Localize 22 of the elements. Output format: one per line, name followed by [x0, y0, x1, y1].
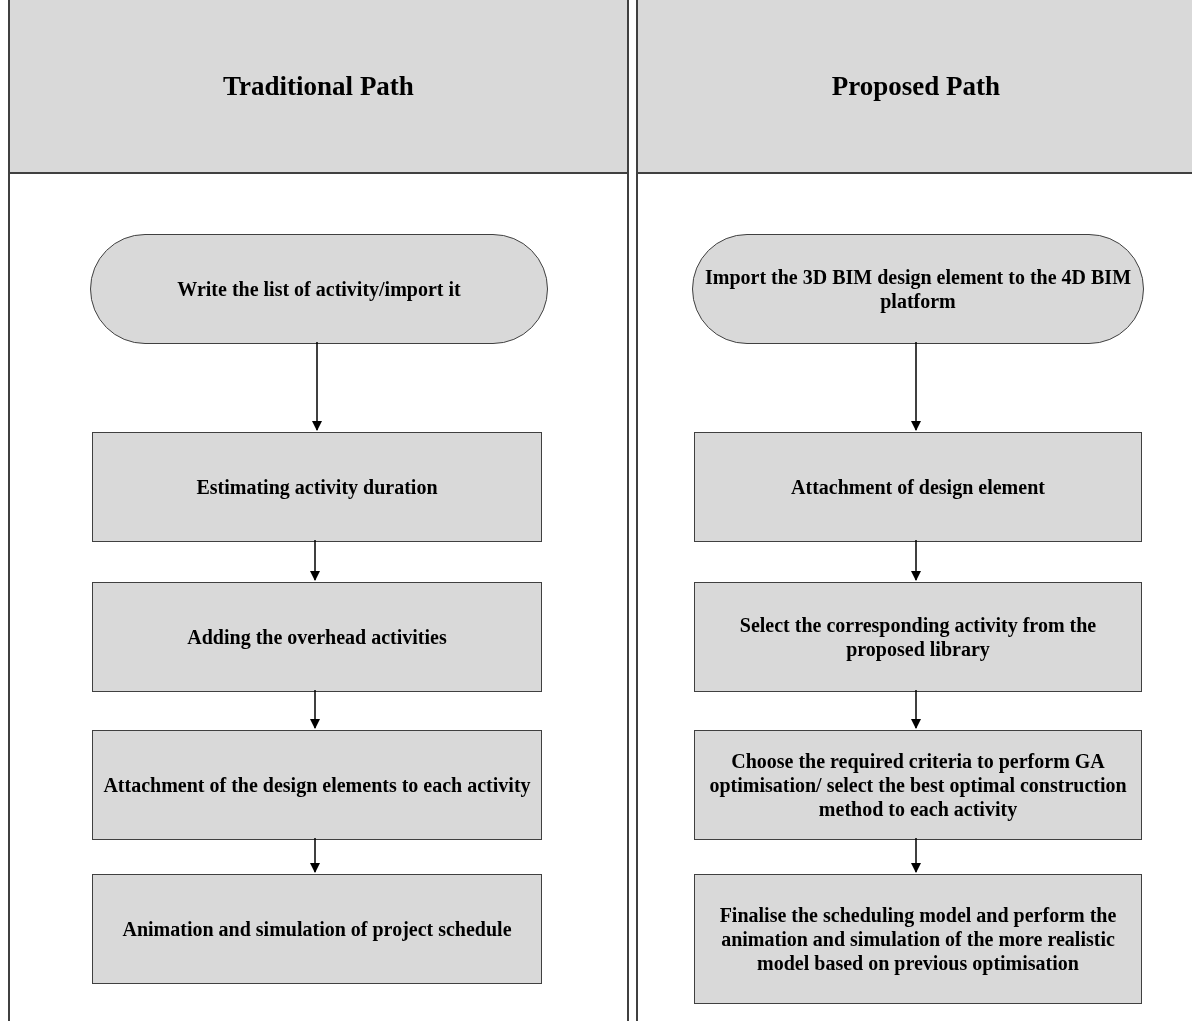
terminal-shape: Import the 3D BIM design element to the 4D BIM platform [692, 234, 1144, 344]
arrow [312, 341, 322, 431]
arrow [310, 539, 320, 581]
swimlane [8, 0, 629, 1021]
lane-title: Traditional Path [223, 70, 414, 102]
arrow [911, 539, 921, 581]
arrow [911, 689, 921, 729]
swimlane [636, 0, 1192, 1021]
process-box: Estimating activity duration [92, 432, 542, 542]
arrow [911, 341, 921, 431]
process-box: Choose the required criteria to perform GA optimisation/ select the best optimal construction method to each activity [694, 730, 1142, 840]
arrow [310, 689, 320, 729]
process-box: Attachment of design element [694, 432, 1142, 542]
process-box: Animation and simulation of project schedule [92, 874, 542, 984]
process-box: Finalise the scheduling model and perform the animation and simulation of the more realistic model based on previous optimisation [694, 874, 1142, 1004]
arrow [310, 837, 320, 873]
process-box: Select the corresponding activity from the proposed library [694, 582, 1142, 692]
process-box: Adding the overhead activities [92, 582, 542, 692]
terminal-shape: Write the list of activity/import it [90, 234, 548, 344]
process-box: Attachment of the design elements to each activity [92, 730, 542, 840]
arrow [911, 837, 921, 873]
lane-title: Proposed Path [831, 70, 1001, 102]
